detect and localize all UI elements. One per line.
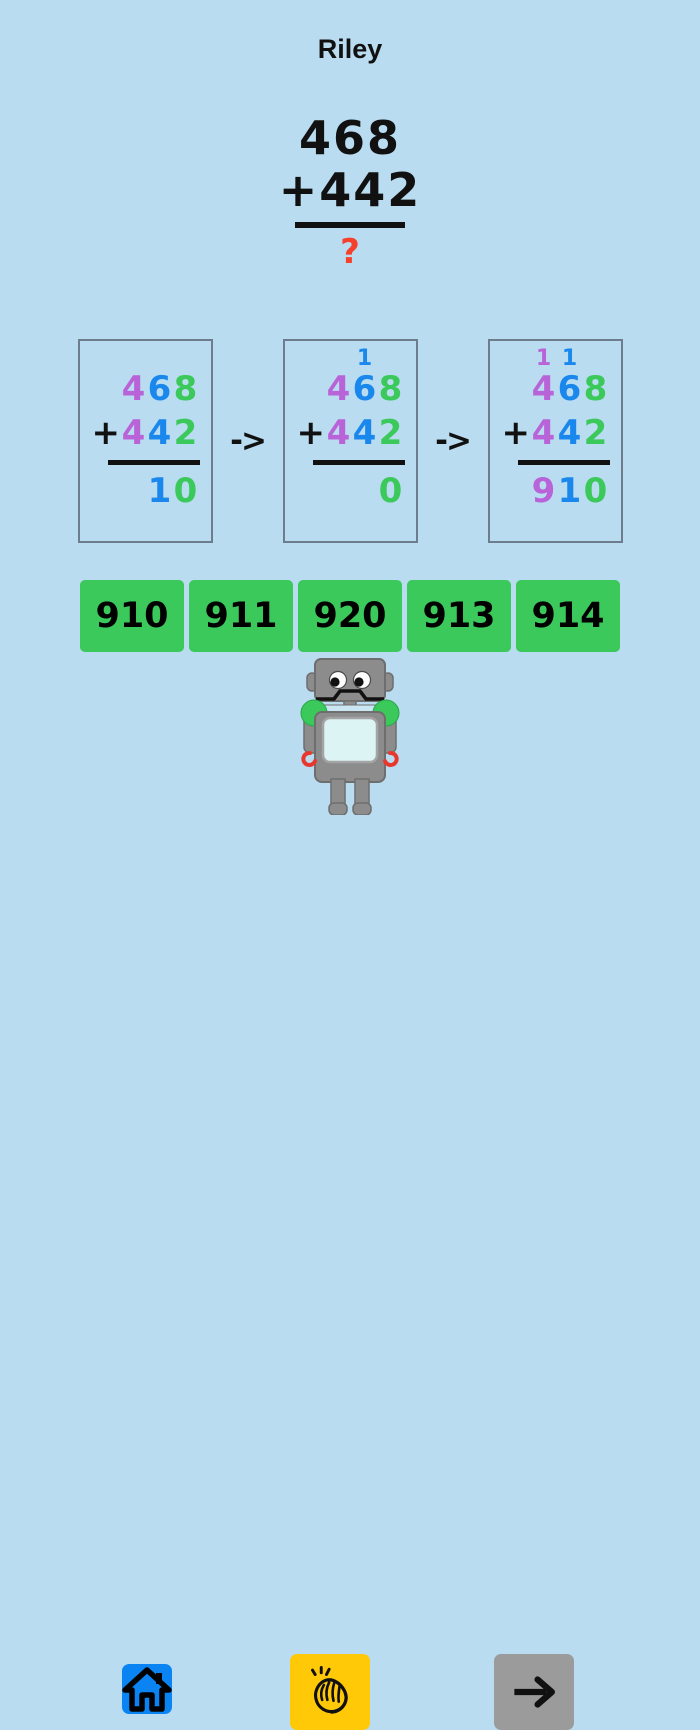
home-button[interactable]: [121, 1663, 173, 1715]
carry-hundreds: 1: [535, 346, 552, 371]
digit-tens-top: 6: [352, 369, 377, 409]
answer-choice-3[interactable]: 920: [298, 580, 402, 652]
step-box-1: 4 6 8 + 4 4 2 1 0: [77, 339, 213, 543]
step-box-3: 1 1 4 6 8 + 4 4 2 9 1 0: [487, 339, 623, 543]
result-tens: 1: [147, 471, 172, 511]
digit-hundreds-bottom: 4: [121, 413, 146, 453]
home-icon: [122, 1664, 172, 1714]
digit-ones-top: 8: [583, 369, 608, 409]
result-hundreds: [326, 471, 352, 511]
digit-tens-bottom: 4: [557, 413, 582, 453]
step-2-bottom-row: 4 4 2: [285, 413, 416, 453]
step-arrow-2: ->: [435, 423, 472, 459]
step-1-bottom-row: 4 4 2: [80, 413, 211, 453]
digit-hundreds-bottom: 4: [531, 413, 556, 453]
digit-hundreds-top: 4: [531, 369, 556, 409]
main-problem: 468 +442 ?: [0, 112, 700, 270]
step-box-2: 1 4 6 8 + 4 4 2 0: [282, 339, 418, 543]
result-hundreds: 9: [531, 471, 556, 511]
answer-choices: 910 911 920 913 914: [0, 580, 700, 652]
digit-hundreds-top: 4: [121, 369, 146, 409]
step-1-rule-line: [107, 460, 200, 465]
clap-button[interactable]: [290, 1654, 370, 1730]
page-title: Riley: [317, 34, 383, 64]
digit-ones-top: 8: [173, 369, 198, 409]
step-3-top-row: 4 6 8: [490, 369, 621, 409]
step-arrow-1: ->: [230, 423, 267, 459]
result-tens: 1: [557, 471, 582, 511]
answer-choice-2[interactable]: 911: [189, 580, 293, 652]
step-1-top-row: 4 6 8: [80, 369, 211, 409]
robot-icon: [300, 658, 400, 816]
digit-tens-top: 6: [147, 369, 172, 409]
problem-rule-line: [295, 222, 405, 228]
result-ones: 0: [378, 471, 403, 511]
carry-tens: 1: [356, 346, 373, 371]
answer-choice-1[interactable]: 910: [80, 580, 184, 652]
problem-addend-top: 468: [298, 111, 402, 165]
arrow-right-icon: [514, 1676, 555, 1708]
step-3-plus-sign: +: [501, 413, 531, 453]
digit-ones-top: 8: [378, 369, 403, 409]
step-2-carry-row: 1: [285, 347, 416, 371]
carry-ones: [378, 347, 404, 371]
step-3-carry-row: 1 1: [490, 347, 621, 371]
digit-tens-bottom: 4: [147, 413, 172, 453]
answer-choice-4[interactable]: 913: [407, 580, 511, 652]
problem-answer-placeholder: ?: [340, 232, 360, 272]
bottom-toolbar: [0, 827, 700, 1730]
digit-hundreds-top: 4: [326, 369, 351, 409]
worked-steps-strip: 4 6 8 + 4 4 2 1 0 -> 1: [0, 339, 700, 543]
carry-tens: 1: [561, 346, 578, 371]
result-hundreds: [121, 471, 147, 511]
digit-hundreds-bottom: 4: [326, 413, 351, 453]
digit-tens-top: 6: [557, 369, 582, 409]
step-2-result-row: 0: [285, 471, 416, 511]
step-1-result-row: 1 0: [80, 471, 211, 511]
digit-ones-bottom: 2: [583, 413, 608, 453]
carry-hundreds: [326, 347, 352, 371]
digit-tens-bottom: 4: [352, 413, 377, 453]
step-1-plus-sign: +: [91, 413, 121, 453]
step-2-plus-sign: +: [296, 413, 326, 453]
carry-ones: [583, 347, 609, 371]
answer-choice-5[interactable]: 914: [516, 580, 620, 652]
result-tens: [352, 471, 378, 511]
result-ones: 0: [583, 471, 608, 511]
step-3-result-row: 9 1 0: [490, 471, 621, 511]
step-2-rule-line: [312, 460, 405, 465]
digit-ones-bottom: 2: [378, 413, 403, 453]
result-ones: 0: [173, 471, 198, 511]
next-button[interactable]: [494, 1654, 574, 1730]
problem-addend-bottom: +442: [278, 163, 422, 217]
robot-mascot: [282, 657, 418, 816]
step-3-rule-line: [517, 460, 610, 465]
step-2-top-row: 4 6 8: [285, 369, 416, 409]
digit-ones-bottom: 2: [173, 413, 198, 453]
clapping-hands-icon: [311, 1666, 348, 1714]
step-3-bottom-row: 4 4 2: [490, 413, 621, 453]
